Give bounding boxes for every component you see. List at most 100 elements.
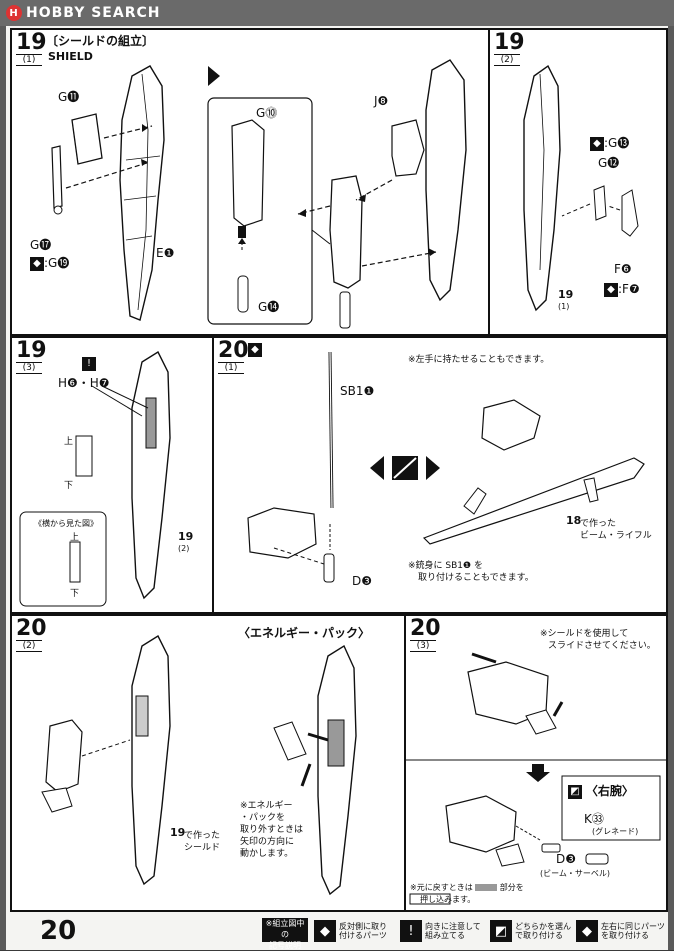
- label-j8: J❽: [374, 94, 389, 108]
- panel-step-20-2: 20 (2) 〈エネルギー・パック〉 19 で作った シールド ※エネルギー ・…: [10, 614, 406, 912]
- legend-text: 左右に同じパーツ を取り付ける: [601, 922, 665, 940]
- step-number: 19 (2): [494, 32, 525, 66]
- choose-one-icon: ◩: [490, 920, 512, 942]
- legend-text: どちらかを選ん で取り付ける: [515, 922, 571, 940]
- ref-step: 19: [178, 530, 194, 543]
- shield-assembly-diagram: [51, 59, 467, 329]
- step-number: 19 (3): [16, 340, 47, 374]
- shield-parts-diagram: [19, 350, 171, 607]
- step-num: 20: [218, 338, 249, 363]
- label-g12: G⓬: [598, 156, 620, 170]
- label-g11: G⓫: [58, 90, 80, 104]
- step-sub: (1): [16, 54, 42, 66]
- legend-item-symmetric: ◆ 左右に同じパーツ を取り付ける: [576, 918, 665, 944]
- panel-step-20-3: 20 (3) ※シールドを使用して スライドさせてください。 ◩ 〈右腕〉 K㉝…: [404, 614, 668, 912]
- note-energy-pack: ※エネルギー ・パックを 取り外すときは 矢印の方向に 動かします。: [240, 801, 304, 859]
- step-sub: (3): [16, 362, 42, 374]
- highlight-swatch: [475, 884, 498, 891]
- label-sb1: SB1❶: [340, 384, 375, 398]
- symmetric-icon-wrap: ◆: [248, 342, 262, 357]
- right-arm-diagram: [406, 652, 666, 905]
- symmetric-parts-icon: ◆: [576, 920, 598, 942]
- note-left-hand: ※左手に持たせることもできます。: [408, 355, 550, 365]
- label-h6-h7: H❻・H❼: [58, 376, 110, 390]
- legend-text: 反対側に取り 付けるパーツ: [339, 922, 387, 940]
- logo-mark-icon: H: [6, 5, 22, 21]
- label-side-view: 《横から見た図》: [34, 519, 98, 528]
- label-saber: (ビーム・サーベル): [540, 869, 611, 878]
- opposite-side-icon: ◆: [314, 920, 336, 942]
- ref-made: で作った: [184, 831, 221, 841]
- site-logo-text: HOBBY SEARCH: [26, 5, 161, 21]
- top-bar: H HOBBY SEARCH: [0, 0, 674, 26]
- note-slide-2: スライドさせてください。: [548, 641, 656, 651]
- step-sub: (3): [410, 640, 436, 652]
- step-number: 20 (2): [16, 618, 47, 652]
- shield-attach-diagram: [41, 634, 357, 896]
- panel-subtitle: SHIELD: [48, 50, 93, 63]
- label-f6: F❻: [614, 262, 632, 276]
- foot-note-1: ※元に戻すときは 部分を: [410, 882, 524, 893]
- label-g10: G⓾: [256, 106, 278, 120]
- label-g19-row: ◆:G⓳: [30, 254, 69, 271]
- label-up: 上: [64, 437, 74, 447]
- rifle-ref-step: 18: [566, 514, 582, 527]
- beam-saber-diagram: [247, 351, 645, 583]
- ref-step-sub: (2): [178, 544, 190, 553]
- opposite-side-icon: ◆: [30, 256, 44, 271]
- step-sub: (1): [218, 362, 244, 374]
- step-number: 20 (3): [410, 618, 441, 652]
- symmetric-parts-icon: ◆: [248, 342, 262, 357]
- legend-item-choose: ◩ どちらかを選ん で取り付ける: [490, 918, 571, 944]
- shield-detail-diagram: [523, 64, 639, 312]
- panel-step-20-1: 20 (1) ◆ ※左手に持たせることもできます。 SB1❶ D❸ 18 で作っ…: [212, 336, 668, 614]
- step-number: 19 (1): [16, 32, 47, 66]
- site-logo: H HOBBY SEARCH: [6, 4, 160, 22]
- right-arm-row: ◩ 〈右腕〉: [568, 782, 634, 799]
- legend-bar: [6, 912, 668, 950]
- step-number: 20 (1): [218, 340, 249, 374]
- panel-step-19-1: 19 (1) 〔シールドの組立〕 SHIELD: [10, 28, 490, 336]
- label-g13-row: ◆:G⓭: [590, 134, 629, 151]
- opposite-side-icon: ◆: [590, 136, 604, 151]
- label-f7: :F❼: [618, 282, 640, 296]
- label-up2: 上: [70, 533, 80, 543]
- caution-icon-wrap: !: [82, 356, 96, 371]
- legend-item-opposite-side: ◆ 反対側に取り 付けるパーツ: [314, 918, 387, 944]
- rifle-name: ビーム・ライフル: [580, 531, 652, 541]
- page-number: 20: [40, 916, 77, 946]
- step-sub: (2): [16, 640, 42, 652]
- label-k33: K㉝: [584, 812, 604, 826]
- step-num: 19: [16, 338, 47, 363]
- label-down2: 下: [70, 589, 80, 599]
- caution-icon: !: [82, 356, 96, 371]
- legend-text: 向きに注意して 組み立てる: [425, 922, 481, 940]
- step-num: 19: [16, 30, 47, 55]
- note-slide-1: ※シールドを使用して: [540, 629, 629, 639]
- note-barrel-1: ※銃身に SB1❶ を: [408, 561, 483, 571]
- ref-step: 19: [170, 826, 186, 839]
- energy-pack-title: 〈エネルギー・パック〉: [238, 626, 371, 640]
- caution-icon: !: [400, 920, 422, 942]
- label-g19: :G⓳: [44, 256, 70, 270]
- rifle-made: で作った: [580, 519, 617, 529]
- label-grenade: (グレネード): [592, 827, 639, 836]
- choose-one-icon: ◩: [568, 784, 582, 799]
- step-num: 20: [16, 616, 47, 641]
- panel-title: 〔シールドの組立〕: [46, 34, 155, 48]
- legend-item-caution: ! 向きに注意して 組み立てる: [400, 918, 481, 944]
- note-barrel-2: 取り付けることもできます。: [418, 573, 534, 583]
- foot-note-1-b: 部分を: [499, 883, 524, 892]
- ref-shield: シールド: [184, 843, 221, 853]
- foot-note-1-a: ※元に戻すときは: [410, 883, 473, 892]
- step-num: 19: [494, 30, 525, 55]
- panel-step-19-3: 19 (3) ! H❻・H❼ 上 下 《横から見た図》 上 下 19 (2): [10, 336, 214, 614]
- label-f7-row: ◆:F❼: [604, 282, 640, 297]
- step-num: 20: [410, 616, 441, 641]
- label-down: 下: [64, 481, 74, 491]
- label-g13: :G⓭: [604, 136, 630, 150]
- label-d3: D❸: [556, 852, 576, 866]
- label-g17: G⓱: [30, 238, 52, 252]
- label-e1: E❶: [156, 246, 175, 260]
